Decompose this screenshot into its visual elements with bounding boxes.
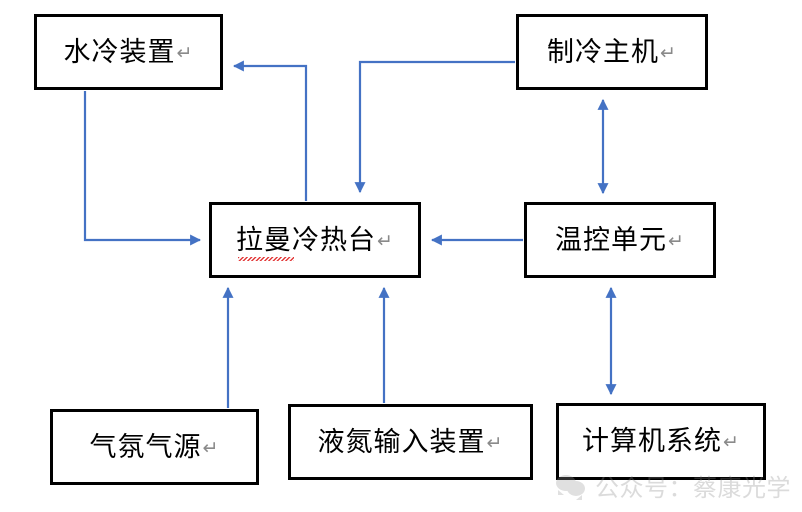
node-water-cooler[interactable]: 水冷装置↵ bbox=[34, 14, 223, 90]
pilcrow-mark: ↵ bbox=[486, 431, 504, 454]
pilcrow-mark: ↵ bbox=[377, 229, 394, 252]
pilcrow-mark: ↵ bbox=[202, 436, 220, 459]
node-gas-source[interactable]: 气氛气源↵ bbox=[50, 409, 259, 485]
node-chiller-label: 制冷主机↵ bbox=[547, 36, 677, 68]
pilcrow-mark: ↵ bbox=[176, 41, 194, 64]
node-raman-stage[interactable]: 拉曼冷热台↵ bbox=[209, 202, 421, 278]
node-temp-control-label: 温控单元↵ bbox=[555, 224, 685, 256]
connector-chiller-to-raman-stage bbox=[354, 60, 515, 194]
pilcrow-mark: ↵ bbox=[723, 431, 740, 453]
node-gas-source-label: 气氛气源↵ bbox=[89, 431, 220, 463]
node-ln2-input[interactable]: 液氮输入装置↵ bbox=[288, 404, 533, 480]
pilcrow-mark: ↵ bbox=[668, 229, 685, 252]
node-raman-stage-label: 拉曼冷热台↵ bbox=[236, 224, 394, 261]
node-ln2-input-label: 液氮输入装置↵ bbox=[317, 426, 504, 458]
connector-water-cooler-to-raman-stage bbox=[83, 91, 202, 246]
connector-raman-stage-to-water-cooler bbox=[232, 60, 308, 201]
node-water-cooler-label: 水冷装置↵ bbox=[63, 36, 194, 68]
node-computer[interactable]: 计算机系统↵ bbox=[556, 403, 766, 480]
node-chiller[interactable]: 制冷主机↵ bbox=[516, 14, 708, 90]
node-computer-label: 计算机系统↵ bbox=[582, 426, 740, 457]
pilcrow-mark: ↵ bbox=[660, 41, 677, 64]
node-temp-control[interactable]: 温控单元↵ bbox=[524, 202, 716, 278]
